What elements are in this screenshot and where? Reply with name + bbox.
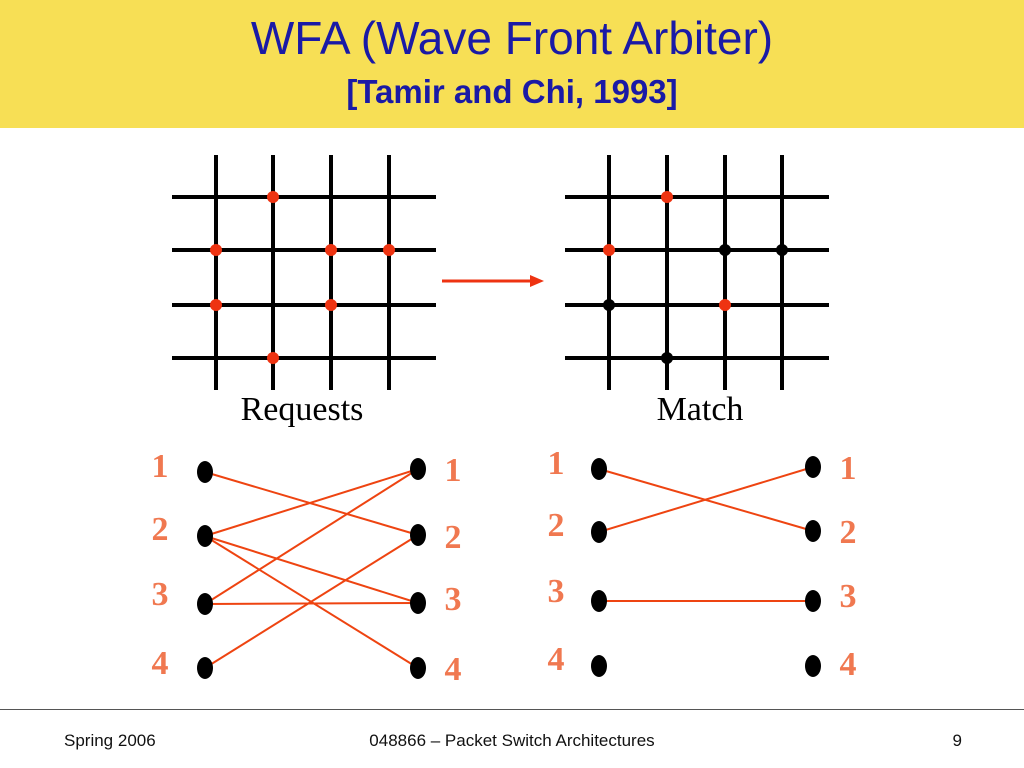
request-dot [603,244,615,256]
output-number-label: 3 [840,578,857,615]
input-number-label: 4 [152,645,169,682]
input-number-label: 1 [152,448,169,485]
title-banner [0,0,1024,128]
input-number-label: 3 [152,576,169,613]
input-number-label: 1 [548,445,565,482]
output-number-label: 2 [840,514,857,551]
requests-bipartite-graph: 1 2 3 4 1 2 3 4 [152,448,462,688]
request-dot [661,191,673,203]
slide-title: WFA (Wave Front Arbiter) [250,12,774,64]
requests-label: Requests [241,391,364,428]
requests-grid [172,155,436,390]
input-number-label: 4 [548,641,565,678]
output-number-label: 1 [445,452,462,489]
request-dot [325,244,337,256]
request-dot [719,299,731,311]
output-node [805,590,821,612]
output-node [805,456,821,478]
output-node [410,458,426,480]
request-dot [267,191,279,203]
blocked-dot [603,299,615,311]
input-node [197,525,213,547]
input-node [591,655,607,677]
transform-arrow [442,275,544,287]
output-node [410,657,426,679]
output-number-label: 4 [445,651,462,688]
edge [204,602,419,605]
output-node [410,592,426,614]
blocked-dot [719,244,731,256]
blocked-dot [661,352,673,364]
request-dot [383,244,395,256]
footer-date: Spring 2006 [64,731,156,750]
edge [204,468,419,537]
input-number-label: 3 [548,573,565,610]
match-bipartite-graph: 1 2 3 4 1 2 3 4 [548,445,857,683]
input-node [591,590,607,612]
request-dot [210,244,222,256]
blocked-dot [776,244,788,256]
input-number-label: 2 [548,507,565,544]
output-number-label: 2 [445,519,462,556]
input-node [197,593,213,615]
request-dot [267,352,279,364]
edge [598,466,814,533]
slide-subtitle: [Tamir and Chi, 1993] [346,73,678,110]
edge [204,468,419,605]
footer-divider [0,709,1024,710]
input-node [197,461,213,483]
output-node [805,520,821,542]
edge [204,534,419,669]
edge [204,535,419,604]
input-number-label: 2 [152,511,169,548]
request-dot [210,299,222,311]
request-dot [325,299,337,311]
input-node [197,657,213,679]
footer-page-number: 9 [952,731,962,750]
output-number-label: 3 [445,581,462,618]
output-node [805,655,821,677]
match-label: Match [657,391,744,428]
output-number-label: 1 [840,450,857,487]
input-node [591,458,607,480]
footer-course: 048866 – Packet Switch Architectures [369,731,655,750]
input-node [591,521,607,543]
output-number-label: 4 [840,646,857,683]
match-grid [565,155,829,390]
output-node [410,524,426,546]
